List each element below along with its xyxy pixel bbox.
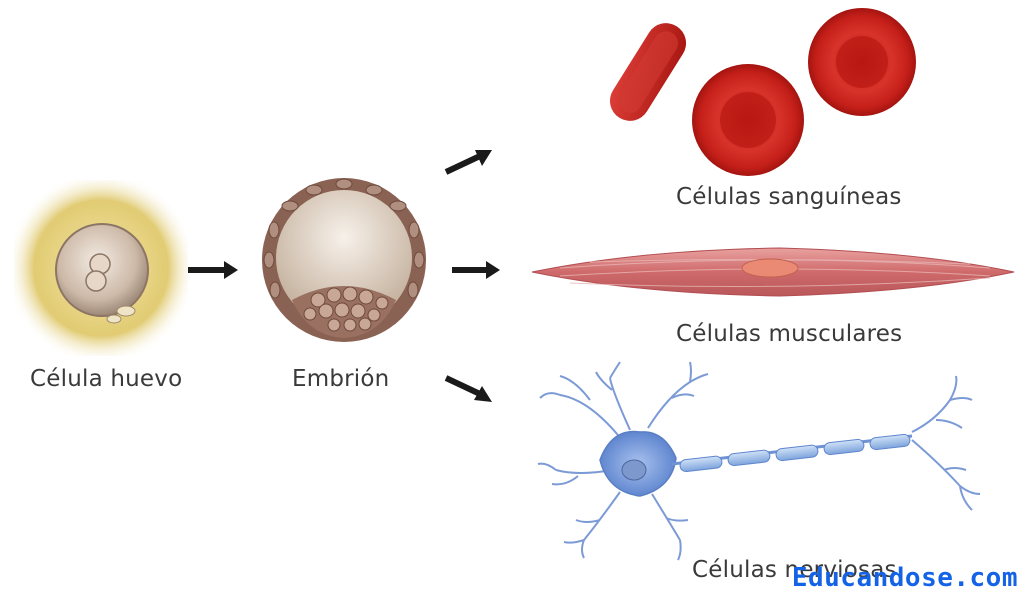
polar-body — [116, 305, 136, 317]
arrow-to-blood — [444, 150, 492, 175]
egg-cell-illustration — [14, 180, 188, 356]
arrow-egg-to-embryo — [188, 261, 238, 279]
red-blood-cell-side — [609, 23, 687, 121]
polar-body — [106, 314, 122, 324]
watermark: Educandose.com — [791, 563, 1018, 593]
nerve-cell-illustration — [537, 361, 981, 561]
muscle-nucleus — [741, 258, 799, 278]
embryo-illustration — [262, 178, 426, 342]
blood-cells-label: Células sanguíneas — [676, 184, 902, 210]
red-blood-cell — [808, 8, 916, 116]
arrow-to-muscle — [452, 261, 500, 279]
embryo-label: Embrión — [292, 366, 390, 392]
nerve-cells-label: Células nerviosas — [692, 557, 897, 583]
red-blood-cell — [692, 64, 804, 176]
myelin-sheath — [679, 433, 911, 473]
arrow-to-nerve — [444, 375, 492, 402]
muscle-cells-label: Células musculares — [676, 321, 903, 347]
neuron-nucleus — [621, 459, 647, 481]
egg-pronucleus — [85, 270, 107, 292]
muscle-cell-illustration — [531, 247, 1015, 297]
blood-cells-illustration — [609, 8, 916, 176]
egg-cell-label: Célula huevo — [30, 366, 183, 392]
